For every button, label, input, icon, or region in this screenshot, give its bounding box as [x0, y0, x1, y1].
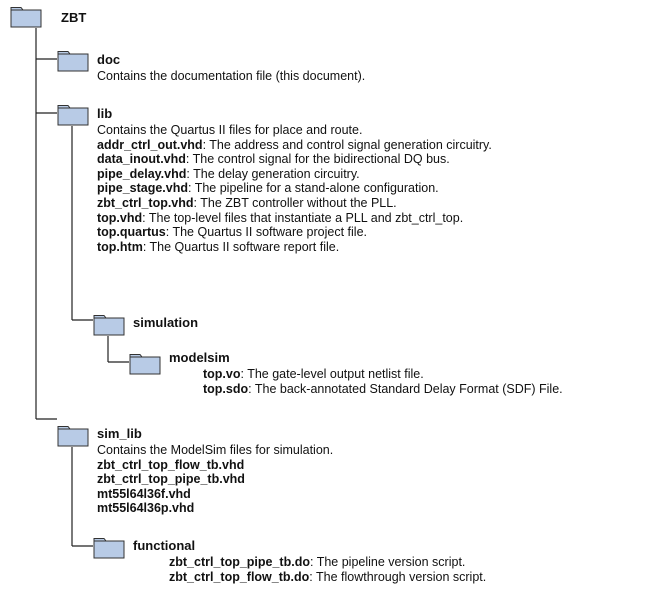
folder-icon [93, 314, 125, 336]
file-description: : The back-annotated Standard Delay Form… [248, 381, 563, 396]
sim-lib-contents: Contains the ModelSim files for simulati… [97, 443, 333, 516]
file-description: : The gate-level output netlist file. [240, 367, 424, 381]
file-description: : The address and control signal generat… [202, 137, 492, 152]
file-entry: top.htm: The Quartus II software report … [97, 240, 492, 255]
file-entry: top.sdo: The back-annotated Standard Del… [203, 382, 563, 397]
doc-description: Contains the documentation file (this do… [97, 69, 366, 83]
file-name: top.vo [203, 367, 241, 381]
file-description: : The delay generation circuitry. [186, 166, 360, 181]
file-description: : The flowthrough version script. [309, 569, 487, 584]
file-name: zbt_ctrl_top.vhd [97, 195, 194, 210]
file-description: : The control signal for the bidirection… [185, 152, 450, 167]
folder-name-zbt: ZBT [61, 10, 87, 25]
folder-icon [93, 537, 125, 559]
file-name: mt55l64l36f.vhd [97, 486, 191, 501]
folder-name-sim-lib: sim_lib [97, 426, 142, 441]
folder-name-simulation: simulation [133, 315, 199, 330]
folder-name-modelsim: modelsim [169, 350, 230, 365]
sim-lib-description: Contains the ModelSim files for simulati… [97, 443, 334, 457]
file-description: : The pipeline for a stand-alone configu… [188, 181, 439, 196]
file-name: top.sdo [203, 381, 249, 396]
file-name: pipe_stage.vhd [97, 181, 188, 196]
modelsim-file-list: top.vo: The gate-level output netlist fi… [203, 367, 563, 396]
file-name: pipe_delay.vhd [97, 166, 187, 181]
file-entry: pipe_delay.vhd: The delay generation cir… [97, 167, 492, 182]
file-entry: top.vhd: The top-level files that instan… [97, 211, 492, 226]
file-name: zbt_ctrl_top_flow_tb.do [169, 569, 310, 584]
file-name: zbt_ctrl_top_pipe_tb.vhd [97, 472, 245, 487]
folder-icon [57, 425, 89, 447]
file-entry: top.vo: The gate-level output netlist fi… [203, 367, 563, 382]
file-entry: data_inout.vhd: The control signal for t… [97, 152, 492, 167]
file-entry: mt55l64l36f.vhd [97, 487, 333, 502]
lib-description: Contains the Quartus II files for place … [97, 123, 363, 137]
file-description: : The ZBT controller without the PLL. [193, 195, 397, 210]
lib-contents: Contains the Quartus II files for place … [97, 123, 492, 254]
file-entry: zbt_ctrl_top_pipe_tb.do: The pipeline ve… [169, 555, 486, 570]
file-name: zbt_ctrl_top_flow_tb.vhd [97, 457, 245, 472]
file-name: top.vhd [97, 210, 143, 225]
file-name: mt55l64l36p.vhd [97, 501, 195, 516]
file-entry: addr_ctrl_out.vhd: The address and contr… [97, 138, 492, 153]
file-name: zbt_ctrl_top_pipe_tb.do [169, 555, 310, 569]
folder-name-lib: lib [97, 106, 113, 121]
folder-name-doc: doc [97, 52, 121, 67]
folder-icon [57, 50, 89, 72]
file-entry: top.quartus: The Quartus II software pro… [97, 225, 492, 240]
file-entry: zbt_ctrl_top_pipe_tb.vhd [97, 472, 333, 487]
file-entry: pipe_stage.vhd: The pipeline for a stand… [97, 181, 492, 196]
folder-name-functional: functional [133, 538, 196, 553]
file-entry: zbt_ctrl_top_flow_tb.vhd [97, 458, 333, 473]
file-name: addr_ctrl_out.vhd [97, 137, 203, 152]
file-entry: zbt_ctrl_top.vhd: The ZBT controller wit… [97, 196, 492, 211]
file-name: top.htm [97, 239, 143, 254]
file-description: : The pipeline version script. [309, 555, 466, 569]
file-description: : The top-level files that instantiate a… [142, 210, 464, 225]
folder-icon [57, 104, 89, 126]
lib-file-list: addr_ctrl_out.vhd: The address and contr… [97, 138, 492, 255]
file-entry: zbt_ctrl_top_flow_tb.do: The flowthrough… [169, 570, 486, 585]
file-entry: mt55l64l36p.vhd [97, 501, 333, 516]
file-description: : The Quartus II software project file. [165, 225, 367, 240]
folder-icon [10, 6, 42, 28]
file-description: : The Quartus II software report file. [142, 239, 340, 254]
file-name: top.quartus [97, 225, 166, 240]
file-name: data_inout.vhd [97, 152, 186, 167]
folder-icon [129, 353, 161, 375]
functional-file-list: zbt_ctrl_top_pipe_tb.do: The pipeline ve… [169, 555, 486, 584]
